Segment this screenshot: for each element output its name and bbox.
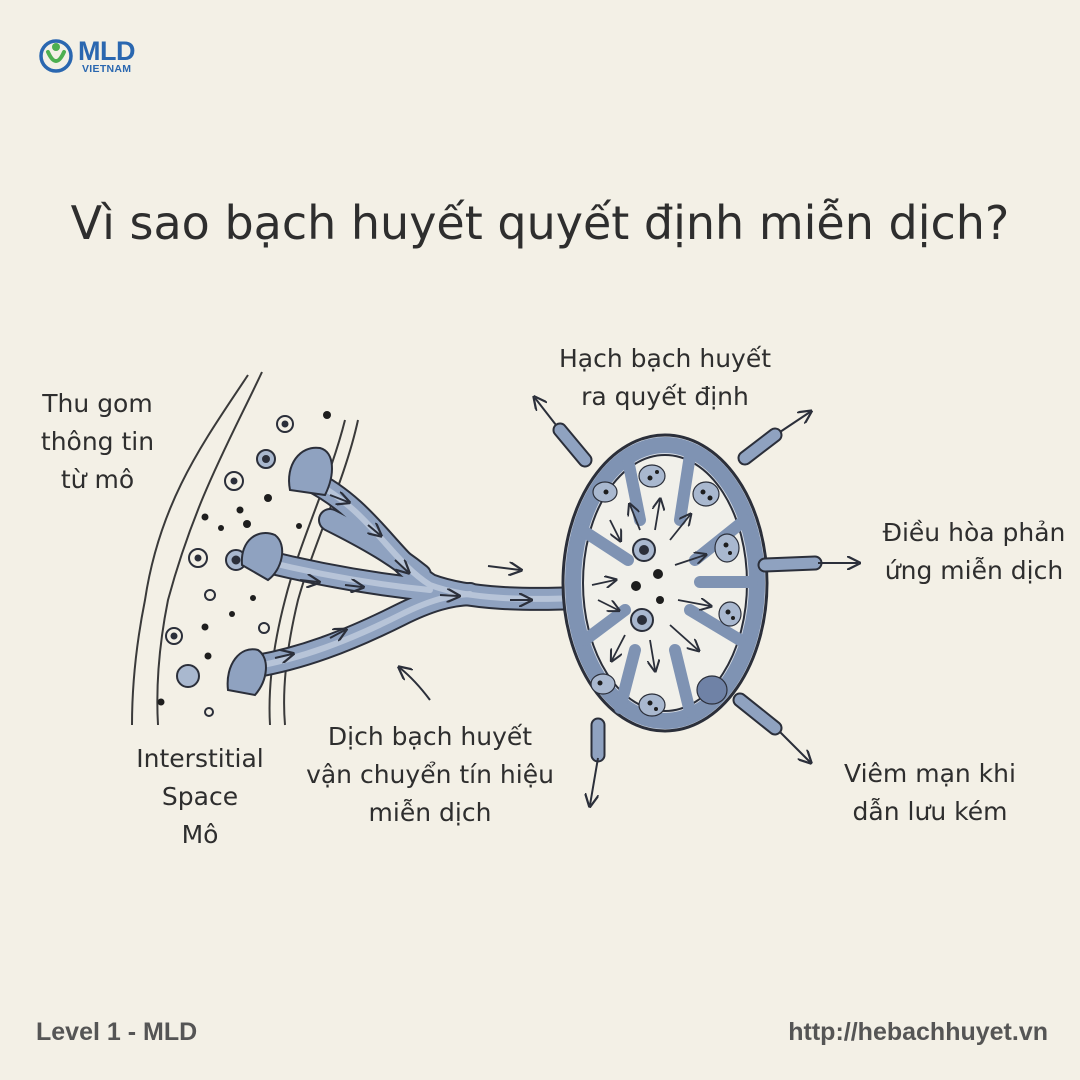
page-title: Vì sao bạch huyết quyết định miễn dịch?	[70, 196, 1010, 250]
logo-name: MLD	[78, 36, 135, 66]
lymph-vessels	[233, 468, 592, 680]
label-regulate-response: Điều hòa phản ứng miễn dịch	[882, 518, 1066, 585]
footer-level: Level 1 - MLD	[36, 1018, 198, 1046]
outflow-arrows	[535, 398, 858, 805]
label-lymph-transport: Dịch bạch huyết vận chuyển tín hiệu miễn…	[306, 722, 554, 827]
logo-person-icon	[39, 39, 73, 73]
footer-website-link[interactable]: http://hebachhuyet.vn	[788, 1018, 1048, 1046]
logo-subname: VIETNAM	[82, 63, 132, 75]
efferent-vessels	[552, 422, 823, 763]
label-interstitial-space: Interstitial Space Mô	[136, 744, 264, 849]
label-lymph-node: Hạch bạch huyết ra quyết định	[558, 344, 772, 411]
tissue-cells	[165, 415, 294, 717]
logo: MLD VIETNAM	[38, 36, 168, 80]
label-chronic-inflammation: Viêm mạn khi dẫn lưu kém	[844, 759, 1016, 826]
flow-arrows	[274, 495, 530, 701]
lymph-node	[561, 433, 769, 733]
label-collect-info: Thu gom thông tin từ mô	[40, 389, 155, 494]
lymph-capillaries	[226, 446, 333, 697]
